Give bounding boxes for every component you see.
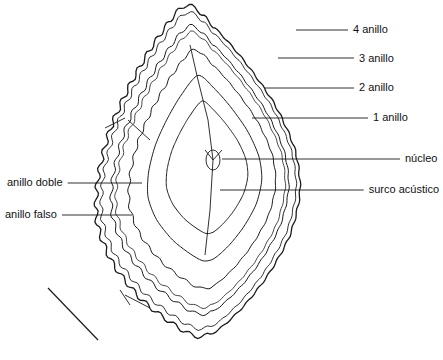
nucleus	[206, 150, 220, 170]
growth-ring	[166, 101, 248, 234]
otolith-detail	[205, 160, 213, 255]
growth-ring	[94, 4, 301, 338]
growth-ring	[115, 31, 286, 309]
otolith-detail	[190, 45, 213, 160]
leader-line	[62, 215, 132, 216]
otolith-detail	[128, 120, 150, 140]
stray-line	[48, 288, 98, 340]
otolith-detail	[125, 295, 150, 308]
leader-line	[265, 88, 354, 89]
leader-line	[68, 183, 142, 184]
part-label: 2 anillo	[358, 81, 395, 94]
leader-line	[220, 190, 364, 191]
part-label: núcleo	[404, 152, 438, 165]
otolith-detail	[120, 290, 130, 305]
growth-ring	[148, 75, 262, 261]
part-label: surco acústico	[368, 183, 440, 196]
part-label: anillo falso	[4, 208, 58, 221]
leader-line	[278, 58, 354, 59]
leader-line	[252, 118, 368, 119]
leader-line	[222, 159, 400, 160]
otolith-detail	[105, 118, 125, 128]
growth-ring	[100, 12, 297, 331]
leader-line	[296, 30, 348, 31]
growth-ring	[128, 49, 276, 289]
part-label: 4 anillo	[352, 23, 389, 36]
part-label: 3 anillo	[358, 52, 395, 65]
part-label: anillo doble	[6, 176, 64, 189]
part-label: 1 anillo	[372, 111, 409, 124]
growth-ring	[110, 24, 290, 315]
